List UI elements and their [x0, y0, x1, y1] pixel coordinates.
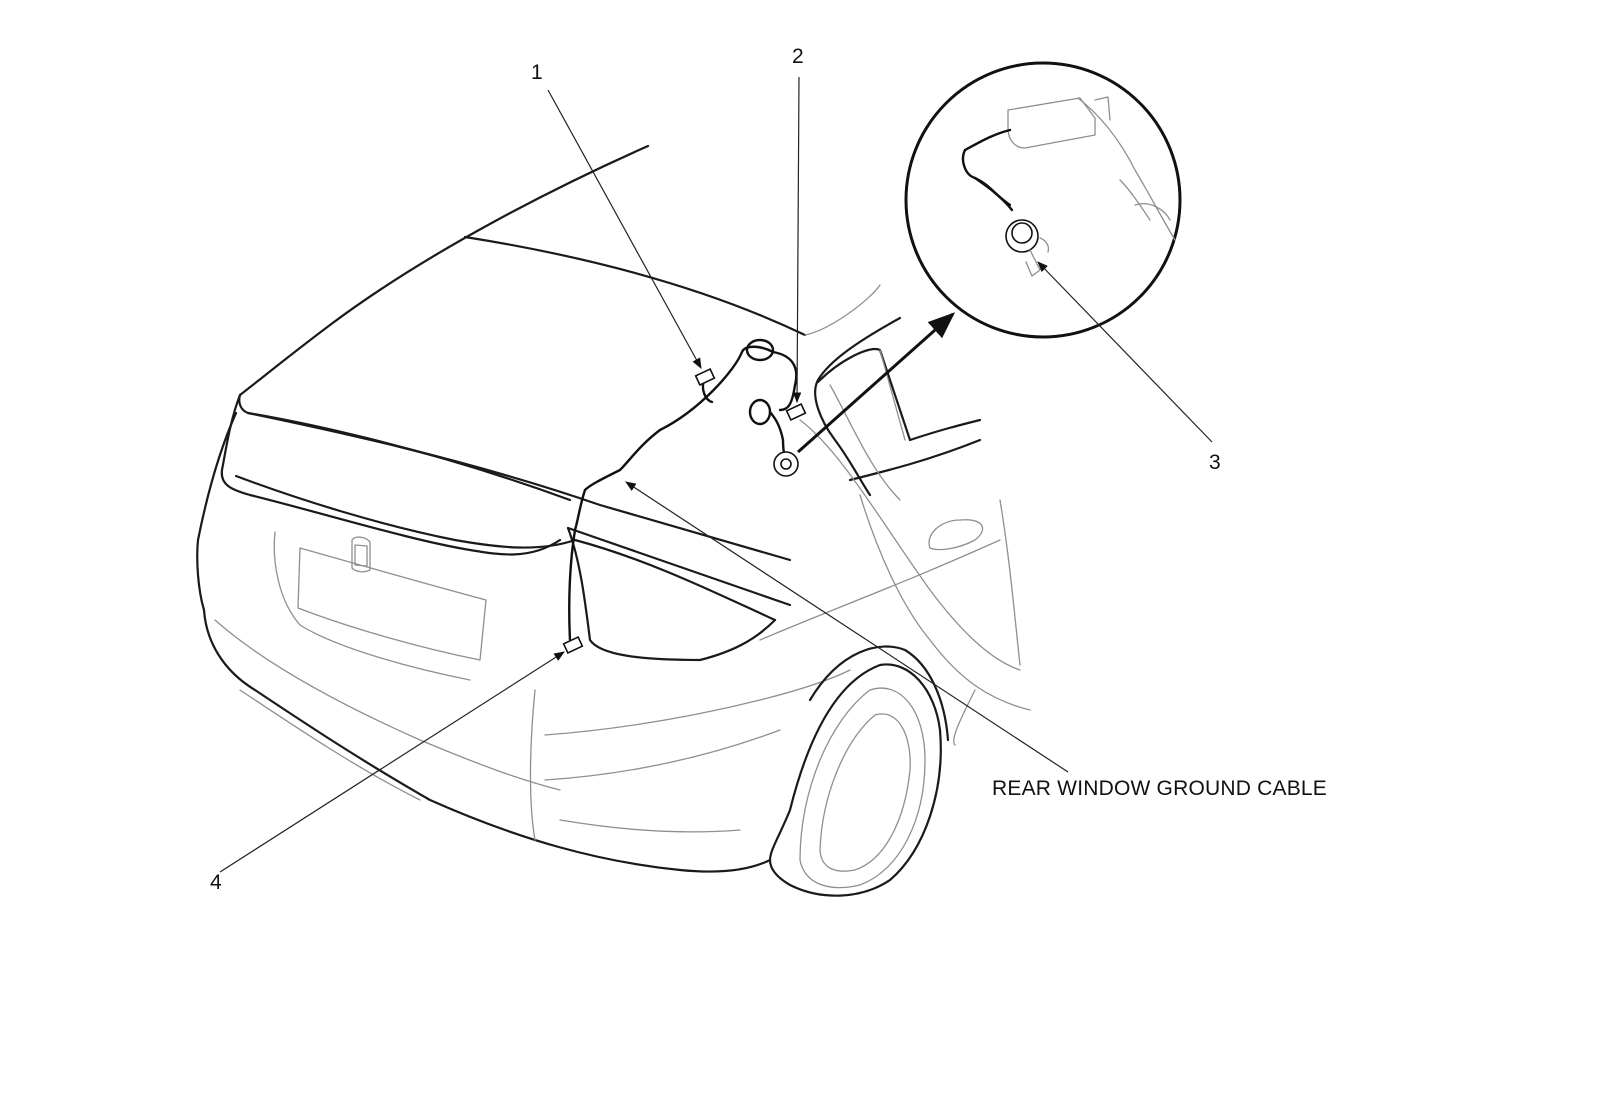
callout-4: 4 [210, 871, 222, 894]
tailgate-outline [196, 393, 792, 662]
rear-wheel [768, 645, 950, 897]
connector-2 [785, 403, 807, 421]
roof-outline [238, 144, 807, 562]
connector-1 [694, 368, 716, 386]
rear-window-ground-cable-label: REAR WINDOW GROUND CABLE [992, 777, 1327, 800]
callout-1: 1 [531, 61, 543, 84]
detail-magnifier [904, 61, 1182, 339]
license-plate-area [273, 531, 487, 681]
rear-bumper [202, 608, 851, 873]
connector-4 [562, 636, 584, 654]
callout-3: 3 [1209, 451, 1221, 474]
ground-bolt [773, 451, 799, 477]
side-body [759, 284, 1031, 746]
leader-lines [219, 76, 1213, 873]
callout-2: 2 [792, 45, 804, 68]
